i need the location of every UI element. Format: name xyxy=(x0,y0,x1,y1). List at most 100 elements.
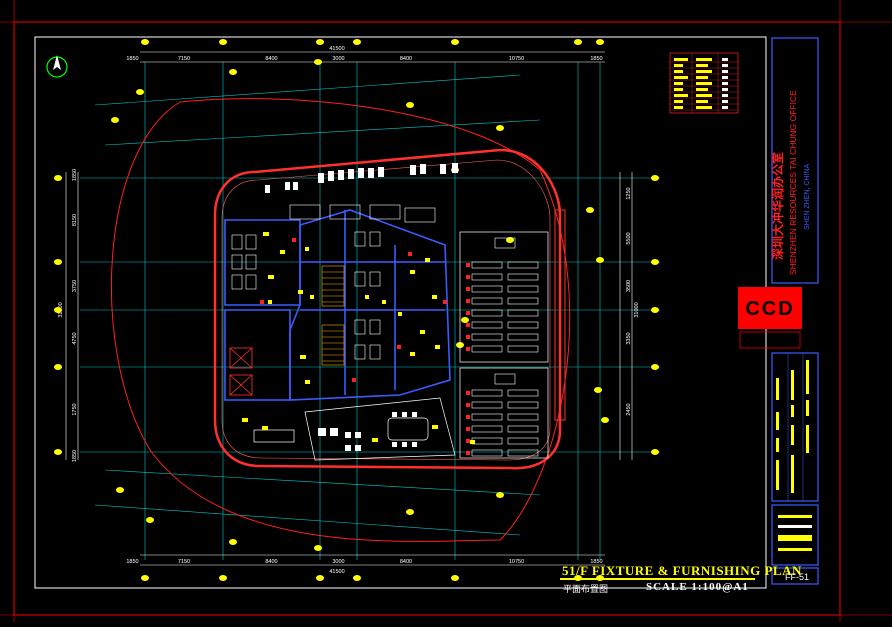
grid-bubble xyxy=(574,39,582,45)
grid-bubble xyxy=(54,175,62,181)
chair xyxy=(466,323,470,327)
grid-bubble xyxy=(54,259,62,265)
legend-swatch xyxy=(696,106,712,109)
grid-bubble xyxy=(586,207,594,213)
fixture-symbols xyxy=(263,232,440,384)
legend-swatch xyxy=(722,70,728,73)
grid-bubble xyxy=(594,387,602,393)
dimension-label: 7150 xyxy=(178,559,190,565)
table-row xyxy=(471,389,503,397)
grid-bubble xyxy=(651,259,659,265)
grid-bubbles xyxy=(54,39,659,581)
chair xyxy=(466,439,470,443)
table-row xyxy=(507,297,539,305)
dimension-lines xyxy=(65,51,633,566)
chair xyxy=(466,347,470,351)
table-row xyxy=(507,273,539,281)
grid-bubble xyxy=(506,237,514,243)
grid-bubble xyxy=(651,449,659,455)
legend-swatch xyxy=(696,82,712,85)
legend-table xyxy=(669,52,739,114)
revision-panel xyxy=(771,504,819,585)
dimension-label: 3000 xyxy=(332,56,344,62)
legend-swatch xyxy=(674,94,688,97)
table-row xyxy=(471,425,503,433)
legend-swatch xyxy=(722,58,728,61)
grid-bubble xyxy=(601,417,609,423)
dimension-label: 1850 xyxy=(126,559,138,565)
dimension-label: 1250 xyxy=(626,187,632,199)
dimension-label: 8400 xyxy=(400,56,412,62)
dimension-label: 8400 xyxy=(400,559,412,565)
table-row xyxy=(507,321,539,329)
dimension-label: 8400 xyxy=(265,56,277,62)
dimension-label: 1750 xyxy=(72,403,78,415)
training-seating xyxy=(471,237,539,457)
grid-bubble xyxy=(316,575,324,581)
table-row xyxy=(471,309,503,317)
dimension-label: 1850 xyxy=(126,56,138,62)
sheet-number: FF-51 xyxy=(784,572,809,582)
structural-grid xyxy=(80,62,660,560)
chair xyxy=(466,415,470,419)
grid-bubble xyxy=(141,39,149,45)
grid-bubble xyxy=(461,317,469,323)
grid-bubble xyxy=(116,487,124,493)
dimension-label: 3000 xyxy=(332,559,344,565)
table-row xyxy=(471,321,503,329)
chair xyxy=(466,391,470,395)
grid-bubble xyxy=(229,539,237,545)
chair xyxy=(466,287,470,291)
north-arrow-icon xyxy=(46,55,68,78)
legend-swatch xyxy=(722,106,728,109)
grid-bubble xyxy=(596,39,604,45)
table-row xyxy=(507,401,539,409)
dimension-label: 2450 xyxy=(626,403,632,415)
legend-swatch xyxy=(722,82,728,85)
drawing-title-underline xyxy=(560,578,755,580)
legend-swatch xyxy=(722,76,728,79)
legend-swatch xyxy=(674,100,683,103)
grid-bubble xyxy=(314,59,322,65)
legend-swatch xyxy=(696,70,712,73)
table-row xyxy=(471,413,503,421)
table-row xyxy=(507,413,539,421)
south-fixtures xyxy=(242,418,475,444)
chair xyxy=(466,335,470,339)
grid-bubble xyxy=(314,545,322,551)
dimension-label: 8150 xyxy=(72,214,78,226)
legend-swatch xyxy=(674,70,683,73)
chair xyxy=(466,275,470,279)
svg-text:CCD: CCD xyxy=(745,298,794,320)
table-row xyxy=(471,273,503,281)
dimension-label: 3750 xyxy=(72,280,78,292)
drawing-title-cn: 平面布置图 xyxy=(563,584,609,594)
sheet-border xyxy=(13,21,841,616)
grid-bubble xyxy=(651,307,659,313)
grid-bubble xyxy=(54,364,62,370)
table-row xyxy=(471,285,503,293)
client-name-cn: 深圳大冲华润办公室 xyxy=(770,152,785,260)
dimension-label: 1850 xyxy=(590,559,602,565)
table-row xyxy=(471,297,503,305)
table-row xyxy=(507,389,539,397)
lectern xyxy=(494,373,516,385)
grid-bubble xyxy=(54,307,62,313)
table-row xyxy=(471,449,503,457)
legend-swatch xyxy=(696,88,708,91)
chair xyxy=(466,263,470,267)
chair xyxy=(466,311,470,315)
grid-bubble xyxy=(496,492,504,498)
table-row xyxy=(507,309,539,317)
elevator-shafts xyxy=(229,347,253,396)
grid-bubble xyxy=(111,117,119,123)
project-location: SHEN ZHEN, CHINA xyxy=(804,164,811,230)
table-row xyxy=(471,437,503,445)
stairwell xyxy=(321,265,345,366)
dimension-label: 3350 xyxy=(626,332,632,344)
grid-bubble xyxy=(353,39,361,45)
legend-swatch xyxy=(674,76,688,79)
grid-bubble xyxy=(353,575,361,581)
